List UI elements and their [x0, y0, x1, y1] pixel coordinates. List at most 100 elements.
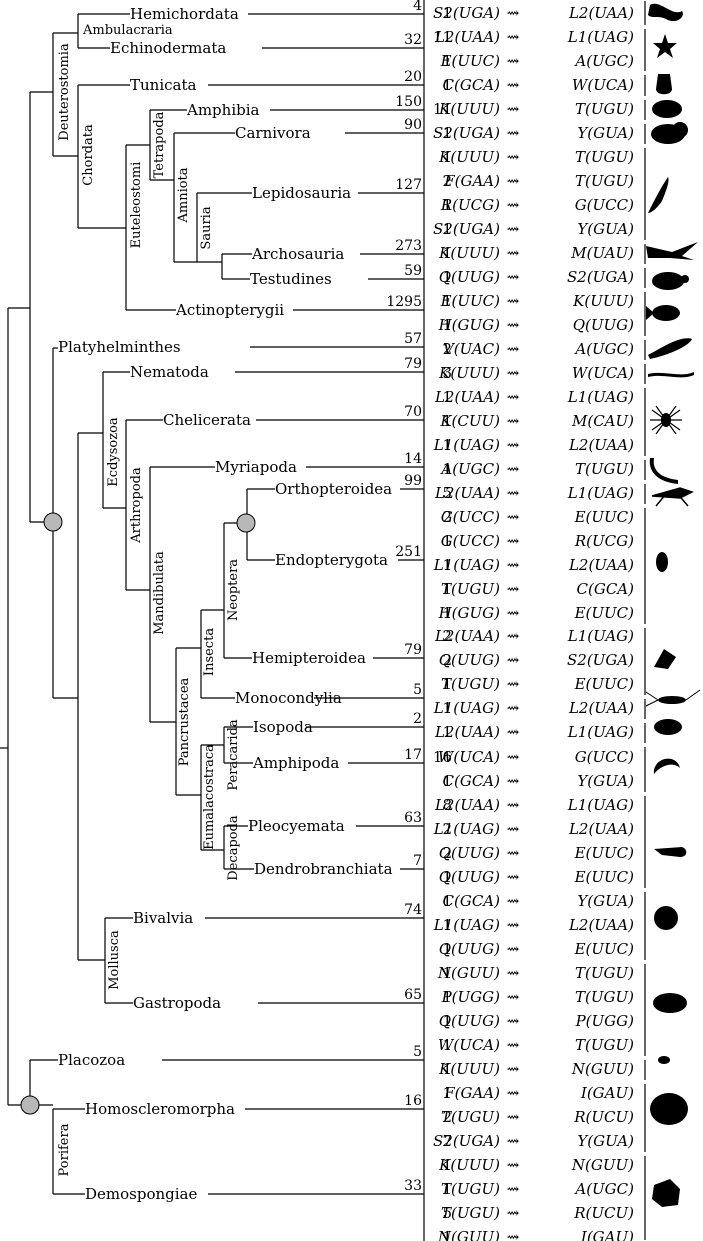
reassignment-row: 1Q(UUG)⇝S2(UGA) [439, 268, 634, 286]
codon-from: Q(UUG) [439, 268, 500, 286]
codon-from: L2(UAA) [434, 627, 500, 645]
codon-from: T(UGU) [441, 675, 500, 693]
codon-to: N(GUU) [571, 1060, 634, 1078]
taxon-label: Nematoda [130, 363, 209, 381]
reassignment-arrow: ⇝ [507, 196, 520, 214]
reassignment-row: 1L1(UAG)⇝L2(UAA) [433, 556, 634, 574]
codon-to: G(UCC) [575, 748, 634, 766]
codon-from: L2(UAA) [434, 28, 500, 46]
reassignment-arrow: ⇝ [507, 1132, 520, 1150]
codon-to: L1(UAG) [567, 627, 634, 645]
reassignment-count: 11 [433, 100, 452, 118]
codon-to: Y(GUA) [577, 772, 634, 790]
reassignment-arrow: ⇝ [507, 604, 520, 622]
reassignment-count: 1 [442, 1156, 452, 1174]
reassignment-row: 11K(UUU)⇝T(UGU) [433, 100, 634, 118]
taxon-label: Monocondylia [235, 689, 342, 707]
codon-from: T(UGU) [441, 1108, 500, 1126]
silverfish-icon [645, 689, 701, 707]
reassignment-row: 2L1(UAG)⇝L2(UAA) [433, 820, 634, 838]
codon-from: C(GCA) [443, 772, 501, 790]
taxon-label: Archosauria [251, 245, 344, 263]
taxon-label: Myriapoda [215, 458, 297, 476]
codon-from: F(GAA) [443, 172, 500, 190]
codon-from: T(UGU) [441, 1204, 500, 1222]
reassignment-row: 1P(UGG)⇝T(UGU) [441, 988, 635, 1006]
codon-to: L1(UAG) [567, 484, 634, 502]
sequence-count: 16 [404, 1093, 422, 1109]
reassignment-count: 2 [442, 340, 452, 358]
taxon-label: Carnivora [235, 124, 311, 142]
taxon-label: Endopterygota [275, 551, 388, 569]
taxon-label: Testudines [250, 270, 332, 288]
codon-to: L2(UAA) [568, 556, 634, 574]
taxon-label: Homoscleromorpha [85, 1100, 235, 1118]
codon-to: I(GAU) [580, 1228, 634, 1241]
reassignment-row: 1L2(UAA)⇝L1(UAG) [434, 723, 634, 741]
codon-from: E(UUC) [440, 52, 501, 70]
demosponge-icon [652, 1179, 680, 1207]
reassignment-arrow: ⇝ [507, 723, 520, 741]
codon-from: S2(UGA) [433, 4, 500, 22]
spider-icon [650, 405, 682, 435]
reassignment-arrow: ⇝ [507, 316, 520, 334]
sequence-count: 4 [413, 0, 422, 14]
sponge-icon [650, 1093, 688, 1125]
taxon-label: Platyhelminthes [58, 338, 181, 356]
reassignment-row: 1Q(UUG)⇝E(UUC) [439, 868, 634, 886]
reassignment-row: 1W(UCA)⇝T(UGU) [438, 1036, 634, 1054]
taxon-label: Hemipteroidea [252, 649, 366, 667]
reassignment-count: 1 [442, 699, 452, 717]
reassignment-row: 1K(UUU)⇝N(GUU) [438, 1060, 634, 1078]
codon-to: L2(UAA) [568, 820, 634, 838]
lizard-icon [648, 177, 669, 213]
reassignment-arrow: ⇝ [507, 532, 520, 550]
fish-icon [646, 305, 680, 321]
codon-from: W(UCA) [438, 1036, 500, 1054]
sequence-count: 5 [413, 1044, 422, 1060]
codon-to: E(UUC) [574, 940, 635, 958]
reassignment-arrow: ⇝ [507, 268, 520, 286]
reassignment-count: 1 [442, 460, 452, 478]
sequence-count: 74 [404, 902, 422, 918]
reassignment-arrow: ⇝ [507, 580, 520, 598]
codon-to: L2(UAA) [568, 699, 634, 717]
reassignment-arrow: ⇝ [507, 100, 520, 118]
reassignment-row: 1N(GUU)⇝I(GAU) [437, 1228, 634, 1241]
reassignment-count: 1 [442, 723, 452, 741]
codon-from: L2(UAA) [434, 796, 500, 814]
codon-to: L1(UAG) [567, 796, 634, 814]
reassignment-count: 1 [442, 988, 452, 1006]
codon-from: S2(UGA) [433, 1132, 500, 1150]
reassignment-count: 1 [442, 964, 452, 982]
reassignment-count: 3 [442, 364, 452, 382]
codon-to: E(UUC) [574, 604, 635, 622]
codon-from: N(GUU) [437, 1228, 500, 1241]
reassignment-row: 3K(UUU)⇝W(UCA) [438, 364, 634, 382]
reassignment-count: 1 [442, 1012, 452, 1030]
reassignment-arrow: ⇝ [507, 28, 520, 46]
reassignment-count: 7 [442, 1132, 452, 1150]
sequence-count: 127 [395, 177, 422, 193]
codon-to: M(CAU) [571, 412, 634, 430]
taxon-label: Amphipoda [252, 754, 339, 772]
clade-label-insecta: Insecta [202, 628, 217, 676]
codon-to: T(UGU) [575, 1036, 634, 1054]
reassignment-arrow: ⇝ [507, 627, 520, 645]
reassignment-row: 1Q(UUG)⇝P(UGG) [439, 1012, 634, 1030]
codon-to: T(UGU) [575, 172, 634, 190]
reassignment-row: 1C(GCA)⇝Y(GUA) [442, 772, 634, 790]
reassignment-arrow: ⇝ [507, 892, 520, 910]
codon-to: E(UUC) [574, 868, 635, 886]
clade-label-ecdysozoa: Ecdysozoa [106, 417, 121, 487]
codon-to: T(UGU) [575, 100, 634, 118]
codon-from: L1(UAG) [433, 556, 500, 574]
reassignment-row: 16W(UCA)⇝G(UCC) [433, 748, 634, 766]
reassignment-arrow: ⇝ [507, 460, 520, 478]
reassignment-count: 1 [442, 556, 452, 574]
reassignment-row: 1T(UGU)⇝E(UUC) [441, 675, 634, 693]
codon-to: Y(GUA) [577, 892, 634, 910]
reassignment-count: 2 [442, 508, 452, 526]
taxon-label: Echinodermata [110, 39, 226, 57]
reassignment-row: 1H(GUG)⇝Q(UUG) [438, 316, 635, 334]
